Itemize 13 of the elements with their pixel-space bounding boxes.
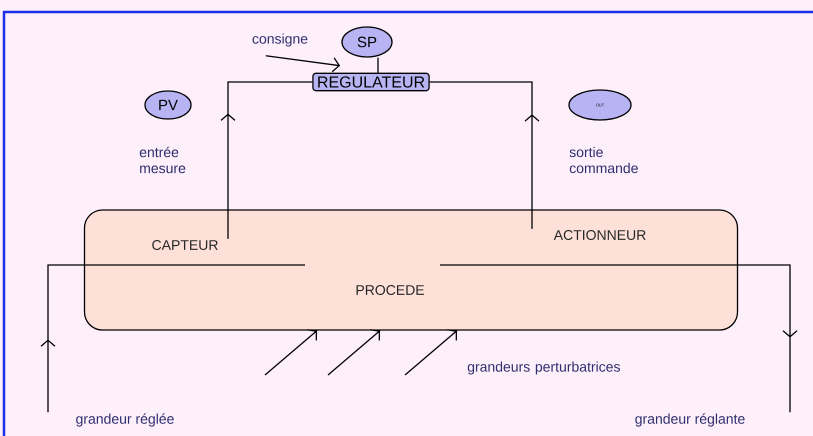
sensor-label: CAPTEUR	[152, 240, 218, 250]
actuator-label: ACTIONNEUR	[554, 230, 646, 240]
arrow	[266, 55, 340, 72]
sensor-input-label: entrée mesure	[140, 146, 186, 174]
arrow	[264, 329, 318, 376]
actuator-output-label: sortie commande	[570, 146, 638, 174]
manipulated-variable-label: grandeur réglante	[635, 413, 745, 427]
arrow	[404, 329, 458, 376]
output-variable-label: grandeur réglée	[76, 413, 174, 427]
disturbance-label: grandeurs perturbatrices	[468, 361, 620, 375]
controller-box: REGULATEUR	[312, 72, 430, 92]
input-label: consigne	[252, 33, 308, 47]
arrow	[328, 329, 380, 376]
